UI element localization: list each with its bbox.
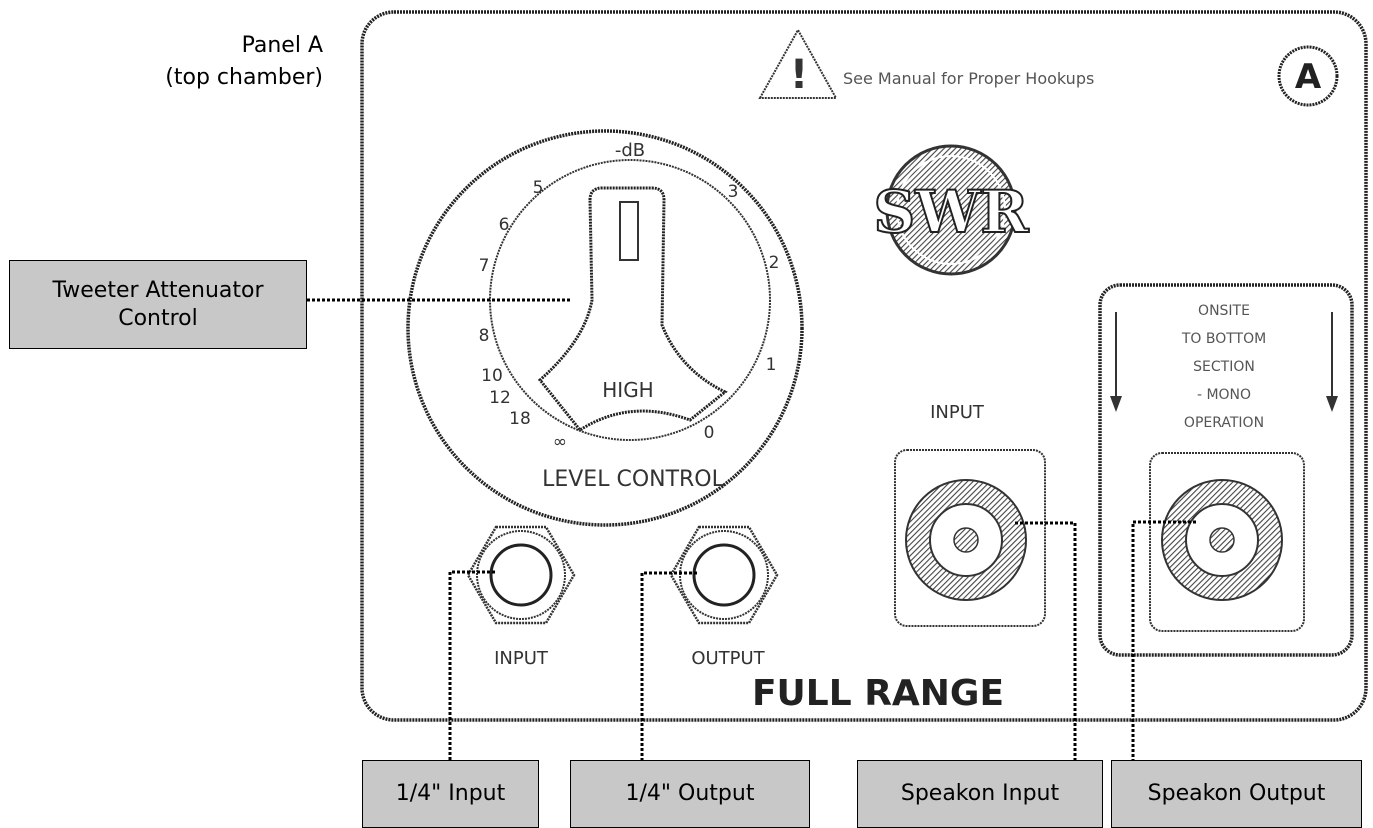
leader-speakon-output (1131, 520, 1196, 760)
caption-title: Panel A (241, 33, 323, 58)
callout-speakon-input: Speakon Input (857, 760, 1103, 828)
quarter-input-jack[interactable] (466, 525, 576, 625)
dial-scale-label: 12 (489, 388, 511, 408)
dial-scale-label: 3 (728, 182, 739, 202)
bypass-box-line: OPERATION (1184, 415, 1264, 431)
bypass-box-line: SECTION (1193, 359, 1255, 375)
callout-quarter-input: 1/4" Input (362, 760, 539, 828)
dial-title: LEVEL CONTROL (542, 467, 725, 492)
badge-letter: A (1295, 57, 1322, 97)
dial-scale-label: 6 (499, 215, 510, 235)
dial-unit: -dB (615, 140, 645, 161)
callout-tweeter-line2: Control (118, 305, 198, 331)
dial-scale-label: ∞ (553, 432, 567, 452)
dial-scale-label: 5 (533, 178, 544, 198)
dial-scale-label: 7 (479, 256, 490, 276)
callout-speakon-output-label: Speakon Output (1147, 781, 1326, 806)
dial-scale-label: 18 (509, 409, 531, 429)
bypass-box-line: TO BOTTOM (1181, 331, 1266, 347)
speakon-input-label: INPUT (930, 402, 985, 423)
knob-label: HIGH (602, 378, 653, 402)
bypass-box: ONSITE TO BOTTOM SECTION - MONO OPERATION (1098, 283, 1354, 657)
callout-quarter-input-label: 1/4" Input (395, 781, 506, 806)
warning-icon: ! (758, 27, 838, 99)
bypass-box-line: - MONO (1197, 387, 1251, 403)
callout-tweeter-line1: Tweeter Attenuator (52, 277, 264, 303)
caption-subtitle: (top chamber) (165, 65, 323, 90)
callout-tweeter-attenuator: Tweeter Attenuator Control (9, 260, 307, 349)
leader-quarter-output (640, 571, 697, 760)
bypass-box-line: ONSITE (1198, 303, 1250, 319)
callout-speakon-input-label: Speakon Input (900, 781, 1060, 806)
dial-scale-label: 2 (769, 253, 780, 273)
dial-scale-label: 10 (481, 366, 503, 386)
warning-mark: ! (790, 52, 808, 98)
attenuator-knob[interactable] (537, 186, 728, 432)
speakon-output-jack[interactable] (1149, 452, 1305, 632)
callout-speakon-output: Speakon Output (1111, 760, 1362, 828)
panel-badge: A (1277, 45, 1339, 107)
brand-logo: SWR (872, 144, 1030, 276)
dial-scale-label: 1 (766, 355, 777, 375)
knob-indicator (619, 201, 639, 261)
panel-outline (360, 10, 1368, 722)
speakon-input-jack[interactable] (894, 449, 1046, 627)
panel-caption: Panel A (top chamber) (165, 30, 323, 94)
panel-footer: FULL RANGE (752, 673, 1004, 714)
quarter-input-label: INPUT (494, 648, 549, 669)
dial-scale-label: 0 (704, 423, 715, 443)
leader-speakon-input (1015, 521, 1077, 760)
dial-scale-label: 8 (479, 326, 490, 346)
callout-quarter-output-label: 1/4" Output (625, 781, 755, 806)
leader-quarter-input (448, 570, 495, 760)
brand-text: SWR (873, 178, 1029, 246)
quarter-output-label: OUTPUT (691, 648, 765, 669)
warning-text: See Manual for Proper Hookups (843, 69, 1094, 88)
callout-quarter-output: 1/4" Output (570, 760, 810, 828)
quarter-output-jack[interactable] (669, 525, 779, 625)
